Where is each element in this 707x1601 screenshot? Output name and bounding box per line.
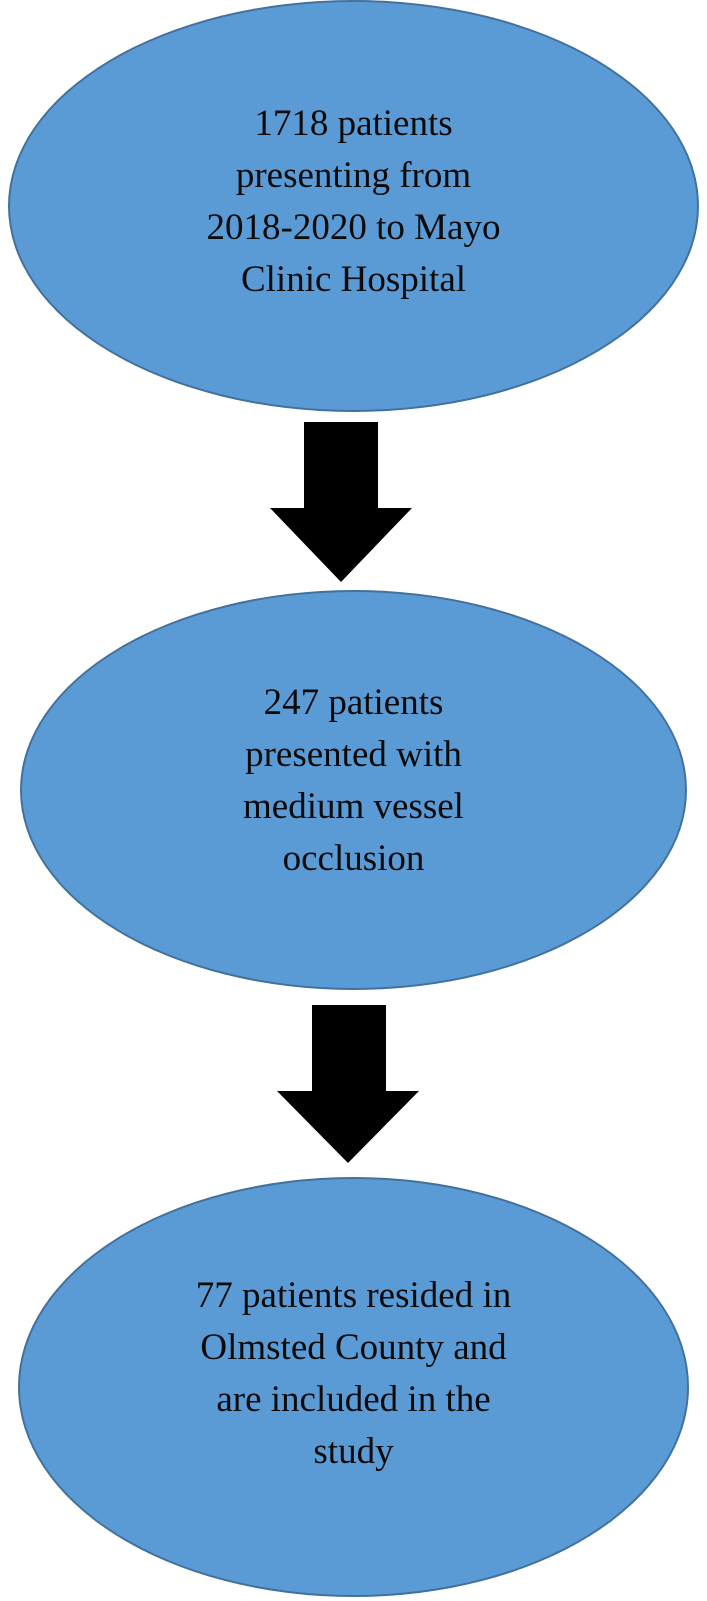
node-text-line: are included in the — [216, 1379, 491, 1420]
flowchart-node-mevo-patients: 247 patients presented with medium vesse… — [20, 590, 687, 990]
node-text-line: medium vessel — [243, 786, 464, 827]
flowchart-node-study-cohort: 77 patients resided in Olmsted County an… — [18, 1177, 689, 1597]
flowchart-node-total-patients: 1718 patients presenting from 2018-2020 … — [8, 0, 699, 412]
down-arrow-icon — [277, 1005, 419, 1163]
node-text-line: study — [313, 1431, 394, 1472]
node-text-line: 1718 patients — [254, 103, 453, 144]
node-text: 247 patients presented with medium vesse… — [243, 677, 464, 885]
node-text-line: 77 patients resided in — [195, 1275, 512, 1316]
node-text: 1718 patients presenting from 2018-2020 … — [207, 98, 501, 306]
node-text-line: 2018-2020 to Mayo — [206, 207, 501, 248]
node-text-line: occlusion — [282, 838, 425, 879]
down-arrow-icon — [270, 422, 412, 582]
node-text: 77 patients resided in Olmsted County an… — [196, 1270, 511, 1478]
node-text-line: presenting from — [235, 155, 472, 196]
node-text-line: Clinic Hospital — [240, 259, 467, 300]
node-text-line: 247 patients — [263, 682, 444, 723]
node-text-line: presented with — [245, 734, 462, 775]
node-text-line: Olmsted County and — [200, 1327, 507, 1368]
